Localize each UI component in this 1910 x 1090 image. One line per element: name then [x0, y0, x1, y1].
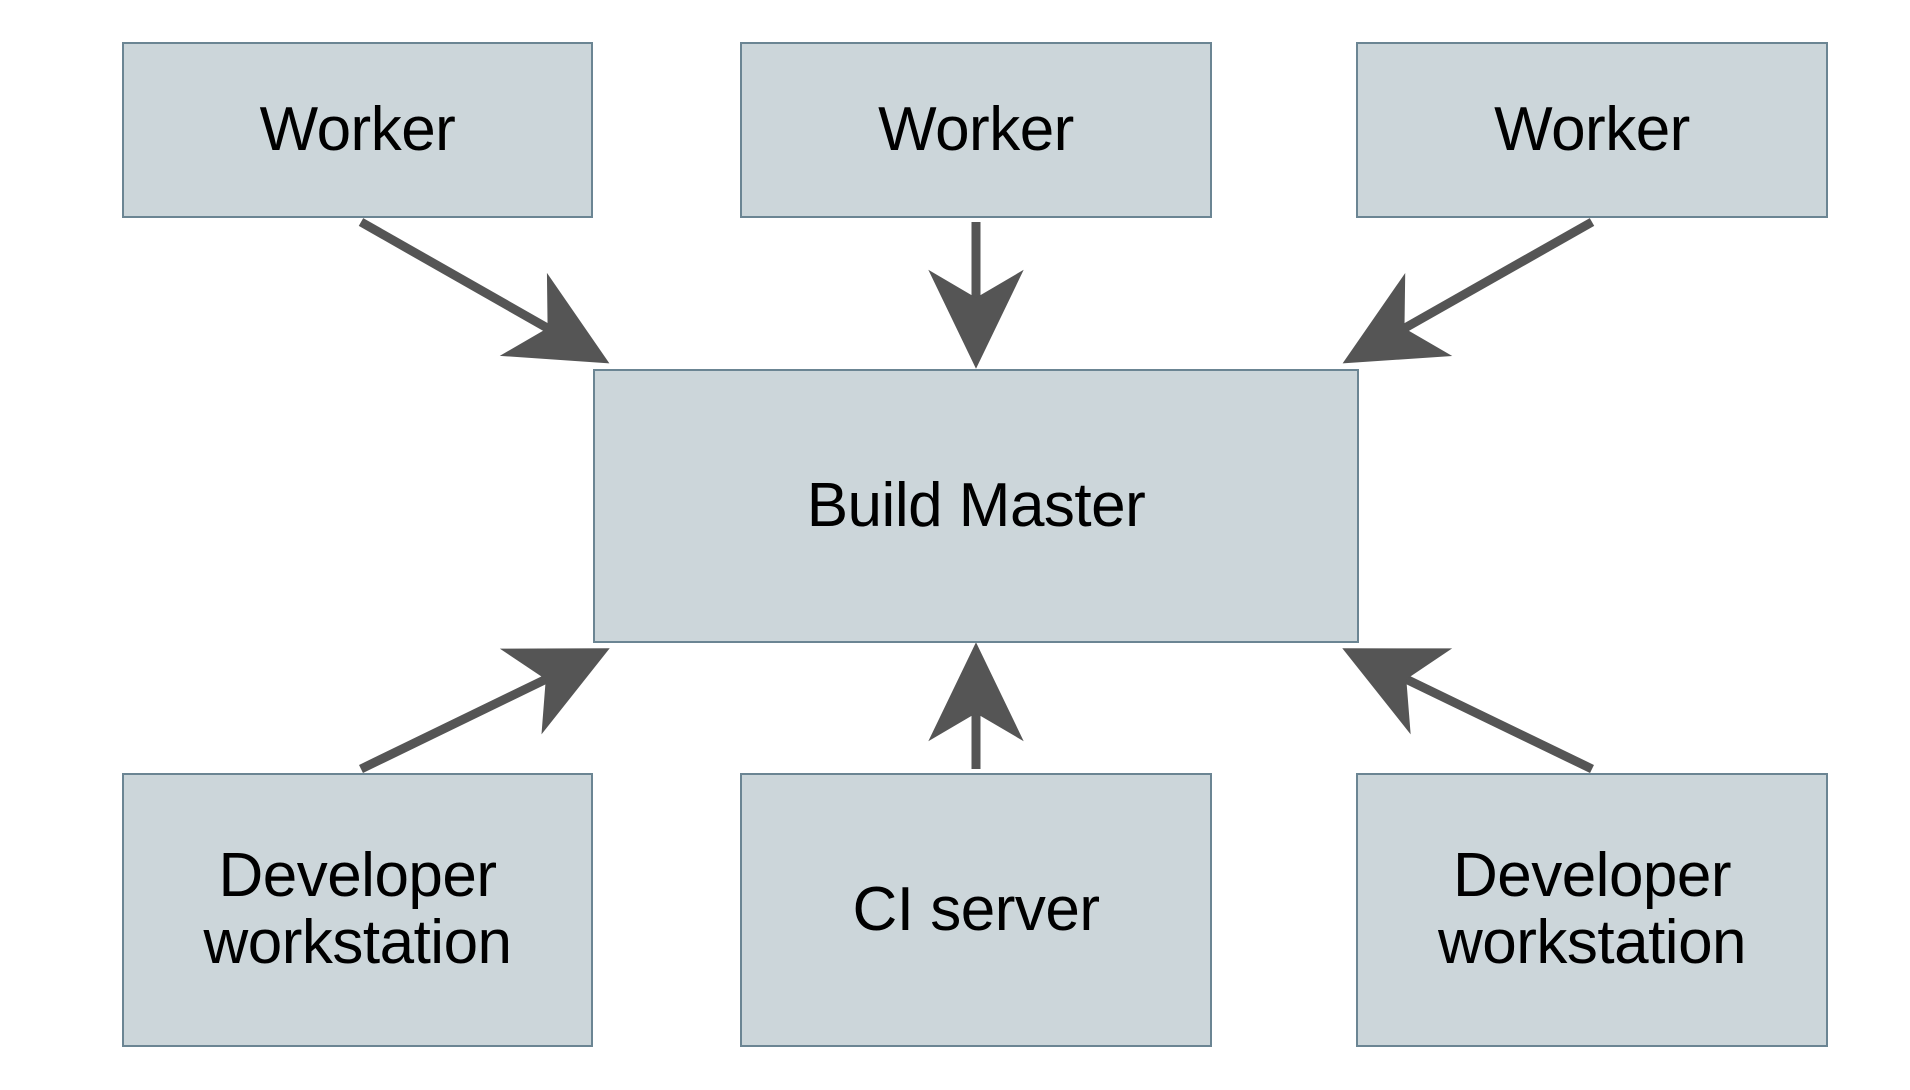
node-developer-workstation-right[interactable]: Developer workstation: [1356, 773, 1828, 1047]
node-worker-3[interactable]: Worker: [1356, 42, 1828, 218]
node-worker-3-label: Worker: [1494, 94, 1690, 164]
node-worker-1-label: Worker: [259, 94, 456, 164]
edge-dev-left-to-build-master: [359, 648, 610, 774]
node-build-master[interactable]: Build Master: [593, 369, 1359, 643]
node-developer-workstation-left-label: Developer workstation: [203, 841, 512, 977]
node-developer-workstation-left[interactable]: Developer workstation: [122, 773, 593, 1047]
edge-worker-1-to-build-master: [358, 218, 610, 364]
edge-dev-right-to-build-master: [1342, 648, 1594, 774]
node-worker-1[interactable]: Worker: [122, 42, 593, 218]
node-build-master-label: Build Master: [806, 470, 1146, 540]
node-developer-workstation-right-label: Developer workstation: [1437, 841, 1747, 977]
edge-worker-3-to-build-master: [1342, 218, 1595, 364]
node-worker-2-label: Worker: [878, 94, 1074, 164]
node-ci-server[interactable]: CI server: [740, 773, 1212, 1047]
node-worker-2[interactable]: Worker: [740, 42, 1212, 218]
node-ci-server-label: CI server: [852, 874, 1100, 944]
